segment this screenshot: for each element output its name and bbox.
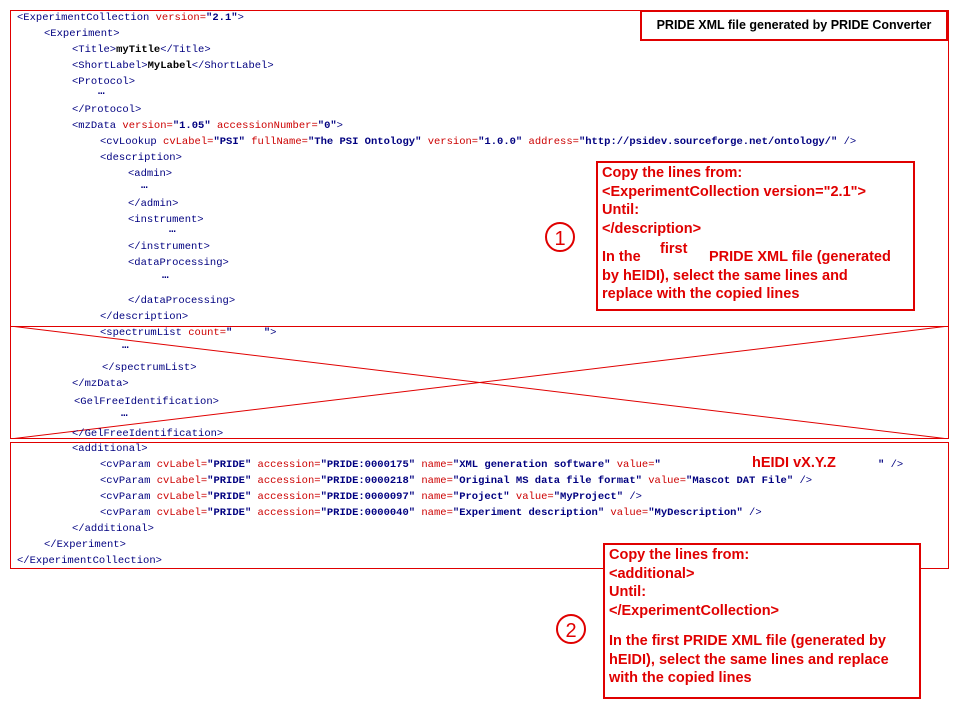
xml-line-27: </additional>	[72, 523, 154, 535]
ellipsis: …	[169, 224, 176, 236]
callout-2-line: hEIDI), select the same lines and replac…	[609, 651, 889, 668]
xml-line-8: <cvLookup cvLabel="PSI" fullName="The PS…	[100, 136, 857, 148]
xml-line-14: <dataProcessing>	[128, 257, 229, 269]
xml-line-19: </mzData>	[72, 378, 129, 390]
xml-line-12: <instrument>	[128, 214, 204, 226]
xml-line-cvparam-4: <cvParam cvLabel="PRIDE" accession="PRID…	[100, 507, 762, 519]
step-2-badge: 2	[556, 614, 586, 644]
ellipsis: …	[121, 408, 128, 420]
step-1-badge: 1	[545, 222, 575, 252]
xml-line-28: </Experiment>	[44, 539, 126, 551]
xml-line-2: <Experiment>	[44, 28, 120, 40]
xml-line-15: </dataProcessing>	[128, 295, 236, 307]
xml-line-9: <description>	[100, 152, 182, 164]
callout-1: Copy the lines from: <ExperimentCollecti…	[596, 161, 915, 311]
section-frame-bottom	[10, 442, 949, 569]
section-frame-crossed	[10, 326, 949, 439]
xml-line-18: </spectrumList>	[102, 362, 197, 374]
callout-1-line: <ExperimentCollection version="2.1">	[602, 183, 866, 200]
xml-line-cvparam-1: <cvParam cvLabel="PRIDE" accession="PRID…	[100, 459, 661, 471]
callout-1-line: Copy the lines from:	[602, 165, 743, 181]
xml-line-1: <ExperimentCollection version="2.1">	[17, 12, 244, 24]
callout-2-line: with the copied lines	[609, 670, 752, 686]
xml-line-17: <spectrumList count=" ">	[100, 327, 277, 339]
xml-line-3: <Title>myTitle</Title>	[72, 44, 211, 56]
callout-1-line: by hEIDI), select the same lines and	[602, 267, 848, 284]
xml-line-cvparam-1-end: " />	[878, 459, 904, 471]
xml-line-cvparam-2: <cvParam cvLabel="PRIDE" accession="PRID…	[100, 475, 813, 487]
pride-converter-label: PRIDE XML file generated by PRIDE Conver…	[640, 10, 948, 41]
callout-1-line: Until:	[602, 202, 640, 218]
cross-out-mark	[10, 326, 949, 439]
header-label-text: PRIDE XML file generated by PRIDE Conver…	[656, 18, 932, 32]
ellipsis: …	[141, 180, 148, 192]
xml-line-cvparam-3: <cvParam cvLabel="PRIDE" accession="PRID…	[100, 491, 642, 503]
xml-line-13: </instrument>	[128, 241, 210, 253]
callout-1-line: </description>	[602, 220, 702, 237]
xml-line-5: <Protocol>	[72, 76, 136, 88]
xml-line-21: </GelFreeIdentification>	[72, 428, 224, 440]
callout-1-line: replace with the copied lines	[602, 286, 800, 302]
xml-line-20: <GelFreeIdentification>	[74, 396, 219, 408]
callout-2-line: In the first PRIDE XML file (generated b…	[609, 633, 886, 649]
ellipsis: …	[98, 86, 105, 98]
callout-2: Copy the lines from: <additional> Until:…	[603, 543, 921, 699]
ellipsis: …	[122, 340, 129, 352]
xml-line-22: <additional>	[72, 443, 148, 455]
callout-2-line: </ExperimentCollection>	[609, 602, 780, 619]
xml-line-16: </description>	[100, 311, 189, 323]
xml-line-10: <admin>	[128, 168, 173, 180]
xml-line-7: <mzData version="1.05" accessionNumber="…	[72, 120, 343, 132]
callout-2-line: Copy the lines from:	[609, 547, 750, 563]
xml-line-6: </Protocol>	[72, 104, 142, 116]
callout-2-line: Until:	[609, 584, 647, 600]
ellipsis: …	[162, 270, 169, 282]
software-value-placeholder: hEIDI vX.Y.Z	[752, 455, 836, 471]
xml-line-4: <ShortLabel>MyLabel</ShortLabel>	[72, 60, 274, 72]
callout-2-line: <additional>	[609, 565, 695, 582]
xml-line-11: </admin>	[128, 198, 179, 210]
xml-line-29: </ExperimentCollection>	[17, 555, 162, 567]
